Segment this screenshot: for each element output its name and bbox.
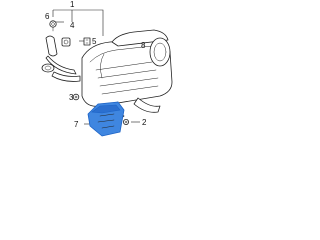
exhaust-pipe: [41, 35, 81, 82]
exploded-parts-diagram: 1 6 4 5 8 3 7 2: [41, 0, 173, 137]
bolt-3: [72, 93, 80, 101]
callout-3: 3: [69, 93, 74, 102]
heat-shield-highlighted: [87, 101, 125, 137]
bolt-2: [123, 119, 130, 126]
callout-1: 1: [70, 0, 75, 9]
callout-8: 8: [141, 41, 146, 50]
callout-5: 5: [92, 37, 97, 46]
catalytic-converter-assembly: [81, 29, 173, 120]
callout-2: 2: [142, 118, 147, 127]
clip-5: [83, 37, 91, 46]
leader-lines: [52, 9, 140, 125]
bolt-6: [49, 20, 57, 32]
callout-labels: 1 6 4 5 8 3 7 2: [45, 0, 147, 129]
callout-4: 4: [70, 21, 75, 30]
fitting-4: [61, 37, 71, 47]
callout-7: 7: [74, 120, 79, 129]
callout-6: 6: [45, 12, 50, 21]
